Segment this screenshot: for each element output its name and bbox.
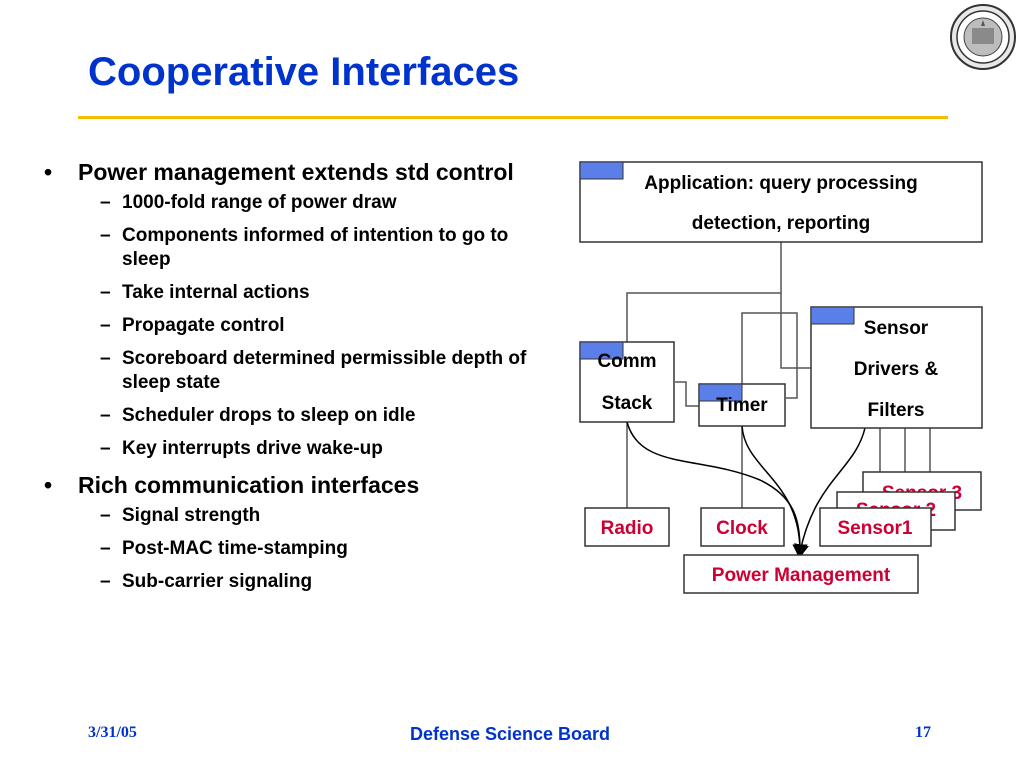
sub-bullet-item: –Propagate control	[100, 314, 544, 338]
sub-bullet-text: Scoreboard determined permissible depth …	[122, 348, 527, 393]
sub-bullet-item: –Scheduler drops to sleep on idle	[100, 404, 544, 428]
connector-comm-timer	[675, 381, 699, 407]
sub-bullet-item: –Scoreboard determined permissible depth…	[100, 347, 544, 395]
sub-bullet-mark: –	[100, 571, 111, 592]
sub-bullet-text: Components informed of intention to go t…	[122, 225, 509, 270]
bullet-mark: •	[44, 159, 53, 185]
sub-bullet-text: Scheduler drops to sleep on idle	[122, 405, 416, 426]
bullet-text: Rich communication interfaces	[78, 472, 420, 498]
arrow-drivers-power	[794, 427, 866, 560]
sub-bullet-mark: –	[100, 438, 111, 459]
sub-bullet-text: Sub-carrier signaling	[122, 571, 313, 592]
comm-stack-label-line2: Stack	[602, 393, 653, 414]
sensor1-box: Sensor1	[819, 507, 932, 547]
sub-bullet-mark: –	[100, 538, 111, 559]
connector-app-timer	[780, 293, 811, 369]
comm-stack-box: Comm Stack	[579, 341, 675, 423]
arrow-timer-power	[741, 425, 808, 560]
sensor-drivers-label-line2: Drivers &	[854, 359, 939, 380]
arrow-comm-power	[626, 421, 808, 560]
sub-bullet-item: –Components informed of intention to go …	[100, 224, 544, 272]
comm-stack-label-line1: Comm	[597, 351, 656, 372]
footer-center-text: Defense Science Board	[409, 724, 611, 744]
radio-box: Radio	[584, 507, 670, 547]
power-management-label: Power Management	[712, 565, 891, 586]
interface-tab	[579, 341, 624, 360]
sub-bullet-item: –Take internal actions	[100, 281, 544, 305]
sub-bullet-mark: –	[100, 348, 111, 369]
sensor1-label: Sensor1	[838, 518, 913, 539]
sub-bullet-item: –Signal strength	[100, 504, 544, 528]
bullet-text: Power management extends std control	[78, 159, 514, 185]
sub-bullet-mark: –	[100, 315, 111, 336]
connector-lines	[626, 242, 931, 510]
application-box: Application: query processing detection,…	[579, 161, 983, 243]
sub-bullet-mark: –	[100, 192, 111, 213]
interface-tab	[810, 306, 855, 325]
footer-date: 3/31/05	[88, 724, 137, 741]
bullet-item: • Power management extends std control	[44, 157, 544, 187]
sub-bullet-text: 1000-fold range of power draw	[122, 192, 397, 213]
sub-bullet-mark: –	[100, 282, 111, 303]
control-arrows	[626, 421, 866, 560]
sub-bullet-item: –1000-fold range of power draw	[100, 191, 544, 215]
application-label-line1: Application: query processing	[644, 173, 917, 194]
sensor-drivers-label-line1: Sensor	[864, 318, 929, 339]
interface-tab	[579, 161, 624, 180]
sub-bullet-item: –Post-MAC time-stamping	[100, 537, 544, 561]
bullet-item: • Rich communication interfaces	[44, 470, 544, 500]
connector-app-comm	[626, 242, 782, 342]
sub-bullet-text: Propagate control	[122, 315, 285, 336]
sub-bullet-mark: –	[100, 405, 111, 426]
sub-bullet-item: –Sub-carrier signaling	[100, 570, 544, 594]
page-number: 17	[915, 724, 931, 741]
sub-bullet-mark: –	[100, 505, 111, 526]
sub-bullet-text: Take internal actions	[122, 282, 310, 303]
bullet-mark: •	[44, 472, 53, 498]
sub-bullet-text: Key interrupts drive wake-up	[122, 438, 383, 459]
clock-box: Clock	[700, 507, 785, 547]
radio-label: Radio	[601, 518, 654, 539]
title-rule	[78, 116, 948, 119]
interface-tab	[698, 383, 743, 402]
application-label-line2: detection, reporting	[692, 213, 870, 234]
sub-bullet-mark: –	[100, 225, 111, 246]
clock-label: Clock	[716, 518, 768, 539]
bullet-list: • Power management extends std control –…	[44, 157, 544, 603]
sub-bullet-text: Post-MAC time-stamping	[122, 538, 348, 559]
slide-title: Cooperative Interfaces	[88, 50, 520, 94]
timer-label: Timer	[716, 395, 768, 416]
sub-bullet-item: –Key interrupts drive wake-up	[100, 437, 544, 461]
sub-bullet-text: Signal strength	[122, 505, 261, 526]
power-management-box: Power Management	[683, 554, 919, 594]
sensor-drivers-box: Sensor Drivers & Filters	[810, 306, 983, 429]
timer-box: Timer	[698, 383, 786, 427]
university-seal-icon	[950, 4, 1016, 70]
sensor-drivers-label-line3: Filters	[867, 400, 924, 421]
connector-timer-sensor	[741, 312, 798, 399]
